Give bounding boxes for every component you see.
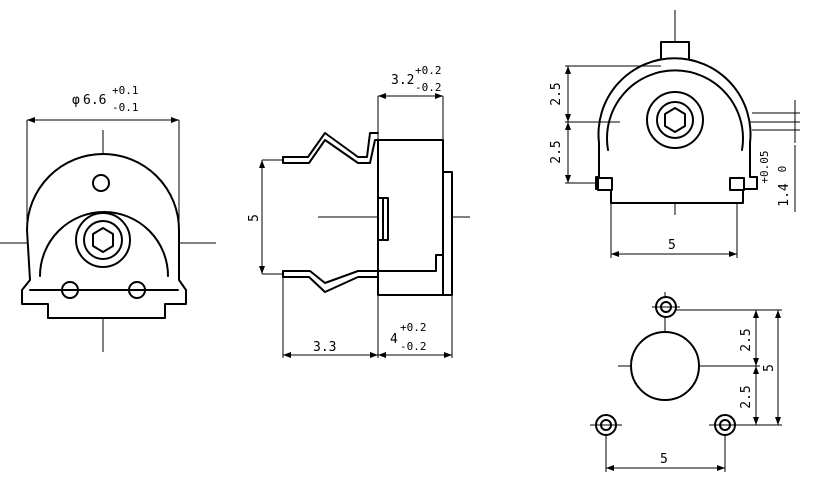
side-dim-pin-arrow-top — [259, 160, 265, 168]
side-view: 3.2 +0.2 -0.2 5 3.3 4 +0.2 -0.2 — [247, 64, 470, 358]
front-dim-arrow-right — [171, 117, 179, 123]
top-lower-offset: 2.5 — [549, 140, 564, 163]
side-thickness-tol-minus: -0.2 — [415, 81, 442, 94]
pcb-center-hole — [630, 331, 700, 401]
pcb-horizontal-span: 5 — [660, 452, 668, 467]
top-hex-socket — [664, 107, 686, 133]
side-pin-spacing-value: 5 — [247, 214, 262, 222]
side-dim-pin-arrow-bottom — [259, 266, 265, 274]
side-dim-len-arrow-mid-left — [370, 352, 378, 358]
front-diameter-value: 6.6 — [83, 93, 106, 108]
side-rear-plate — [442, 171, 453, 296]
front-dim-arrow-left — [27, 117, 35, 123]
top-pin-width-value: 1.4 — [777, 183, 792, 207]
side-dim-thick-arrow-left — [378, 93, 386, 99]
pcb-dim-arrow-5 — [775, 310, 781, 318]
pcb-dim-arrow-4 — [753, 417, 759, 425]
side-dim-len-arrow-left — [283, 352, 291, 358]
side-body-width-value: 4 — [390, 332, 398, 347]
side-upper-pin-bottom — [282, 132, 379, 158]
pcb-layout: 2.5 2.5 5 5 — [590, 292, 782, 472]
top-pad-left — [597, 177, 613, 191]
pcb-dim-arrow-3 — [753, 366, 759, 374]
top-span-arrow-right — [729, 251, 737, 257]
pcb-vertical-span: 5 — [762, 364, 777, 372]
pcb-lower-offset: 2.5 — [739, 385, 754, 408]
front-diameter-symbol: φ — [72, 93, 80, 108]
side-dim-len-arrow-right — [444, 352, 452, 358]
pcb-dim-arrow-6 — [775, 417, 781, 425]
top-span-arrow-left — [611, 251, 619, 257]
side-upper-pin-top — [282, 139, 379, 164]
side-dim-len-arrow-mid-right — [378, 352, 386, 358]
top-view: 2.5 2.5 1.4 +0.05 0 5 — [549, 10, 800, 258]
side-body-tol-minus: -0.2 — [400, 340, 427, 353]
pcb-dim-arrow-2 — [753, 358, 759, 366]
top-upper-offset: 2.5 — [549, 82, 564, 105]
top-dim-arrow-3 — [565, 122, 571, 130]
side-pin-length-value: 3.3 — [313, 340, 336, 355]
top-dim-arrow-4 — [565, 175, 571, 183]
front-diameter-tol-minus: -0.1 — [112, 101, 139, 114]
side-lower-pin-top — [282, 270, 379, 293]
side-thickness-tol-plus: +0.2 — [415, 64, 442, 77]
pcb-upper-offset: 2.5 — [739, 328, 754, 351]
front-diameter-tol-plus: +0.1 — [112, 84, 139, 97]
front-hex-socket — [92, 227, 114, 253]
pcb-h-arrow-left — [606, 465, 614, 471]
top-span-value: 5 — [668, 238, 676, 253]
top-dim-arrow-2 — [565, 114, 571, 122]
pcb-dim-arrow-1 — [753, 310, 759, 318]
side-lower-pin-bottom — [282, 254, 444, 284]
side-dim-thick-arrow-right — [435, 93, 443, 99]
side-thickness-value: 3.2 — [391, 73, 414, 88]
front-view: φ 6.6 +0.1 -0.1 — [0, 84, 216, 352]
top-pin-tol-plus: +0.05 — [758, 150, 771, 183]
front-hole-top — [92, 174, 110, 192]
side-body-tol-plus: +0.2 — [400, 321, 427, 334]
top-pin-tol-minus: 0 — [776, 166, 789, 173]
top-dim-arrow-1 — [565, 66, 571, 74]
top-pad-right — [729, 177, 745, 191]
pcb-h-arrow-right — [717, 465, 725, 471]
top-inner-arc — [606, 69, 744, 151]
